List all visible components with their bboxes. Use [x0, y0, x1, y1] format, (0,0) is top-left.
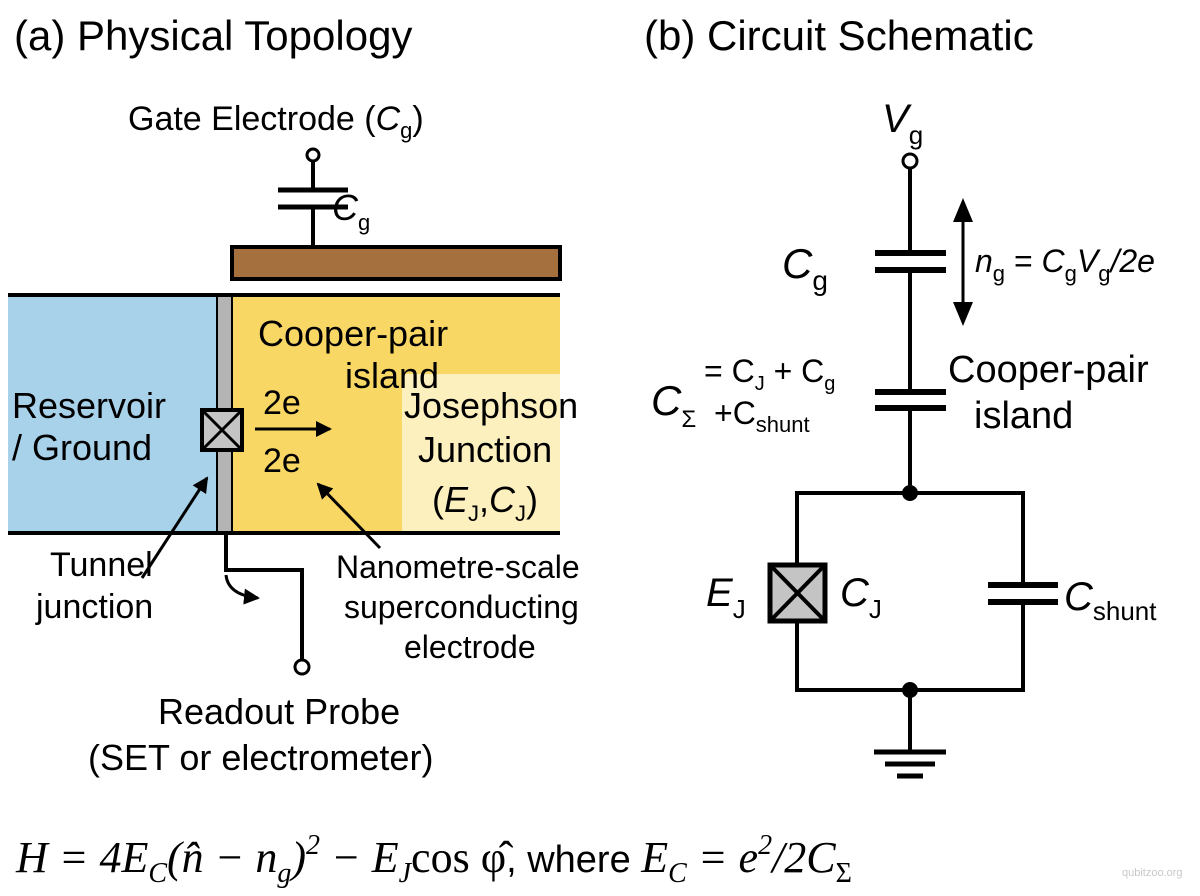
- watermark: qubitzoo.org: [1122, 867, 1183, 879]
- jj-label-line2: Junction: [418, 429, 552, 470]
- panel-b: (b) Circuit Schematic Vg Cg ng = CgVg/2e…: [644, 12, 1157, 779]
- island-label-line2: island: [345, 355, 439, 396]
- nano-label-line2: superconducting: [344, 589, 579, 625]
- nano-label-line1: Nanometre-scale: [336, 549, 580, 585]
- csum-eq-line2: +Cshunt: [714, 395, 810, 437]
- gate-capacitor: [278, 147, 348, 247]
- csum-label: CΣ: [651, 377, 696, 433]
- gate-terminal-icon: [305, 147, 321, 163]
- junction-box-icon: [200, 408, 244, 452]
- reservoir-region: [8, 295, 217, 533]
- node-top-icon: [902, 485, 918, 501]
- island-b-line1: Cooper-pair: [948, 349, 1149, 391]
- readout-label-line2: (SET or electrometer): [88, 737, 433, 778]
- nano-label-line3: electrode: [404, 629, 536, 665]
- ng-formula: ng = CgVg/2e: [975, 243, 1155, 286]
- charge-label-bottom: 2e: [263, 442, 301, 480]
- vg-terminal-icon: [901, 152, 919, 170]
- cap-cg-label: Cg: [332, 187, 370, 235]
- gate-electrode-bar: [230, 245, 562, 281]
- electrode-pointer: [316, 482, 382, 550]
- hamiltonian-equation: H = 4EC(n̂ − ng)2 − EJcos φ̂, where EC =…: [15, 830, 852, 889]
- panel-a-title: (a) Physical Topology: [14, 12, 412, 59]
- reservoir-label-line2: / Ground: [12, 427, 152, 468]
- tunnel-label-line1: Tunnel: [50, 546, 153, 584]
- jj-label-line1: Josephson: [404, 385, 578, 426]
- cshunt-label: Cshunt: [1064, 575, 1157, 626]
- josephson-junction-icon: [767, 562, 828, 624]
- jj-label-line3: (EJ,CJ): [432, 479, 538, 526]
- panel-b-title: (b) Circuit Schematic: [644, 12, 1034, 59]
- ground-icon: [874, 690, 946, 779]
- cg-label: Cg: [782, 240, 828, 296]
- vg-label: Vg: [882, 97, 923, 150]
- gate-electrode-label: Gate Electrode (Cg): [128, 100, 424, 143]
- readout-label-line1: Readout Probe: [158, 691, 400, 732]
- josephson-junction-region: [402, 374, 560, 533]
- charge-label-top: 2e: [263, 384, 301, 422]
- tunnel-junction-pointer: [140, 476, 209, 579]
- reservoir-label-line1: Reservoir: [12, 385, 166, 426]
- tunnel-label-line2: junction: [35, 588, 153, 626]
- readout-lead: [224, 533, 311, 676]
- cj-label: CJ: [840, 571, 882, 624]
- panel-a: (a) Physical Topology Gate Electrode (Cg…: [8, 12, 580, 778]
- island-b-line2: island: [974, 395, 1073, 437]
- island-label-line1: Cooper-pair: [258, 313, 448, 354]
- ej-label: EJ: [706, 571, 746, 624]
- readout-terminal-icon: [293, 658, 311, 676]
- csum-eq-line1: = CJ + Cg: [704, 353, 835, 395]
